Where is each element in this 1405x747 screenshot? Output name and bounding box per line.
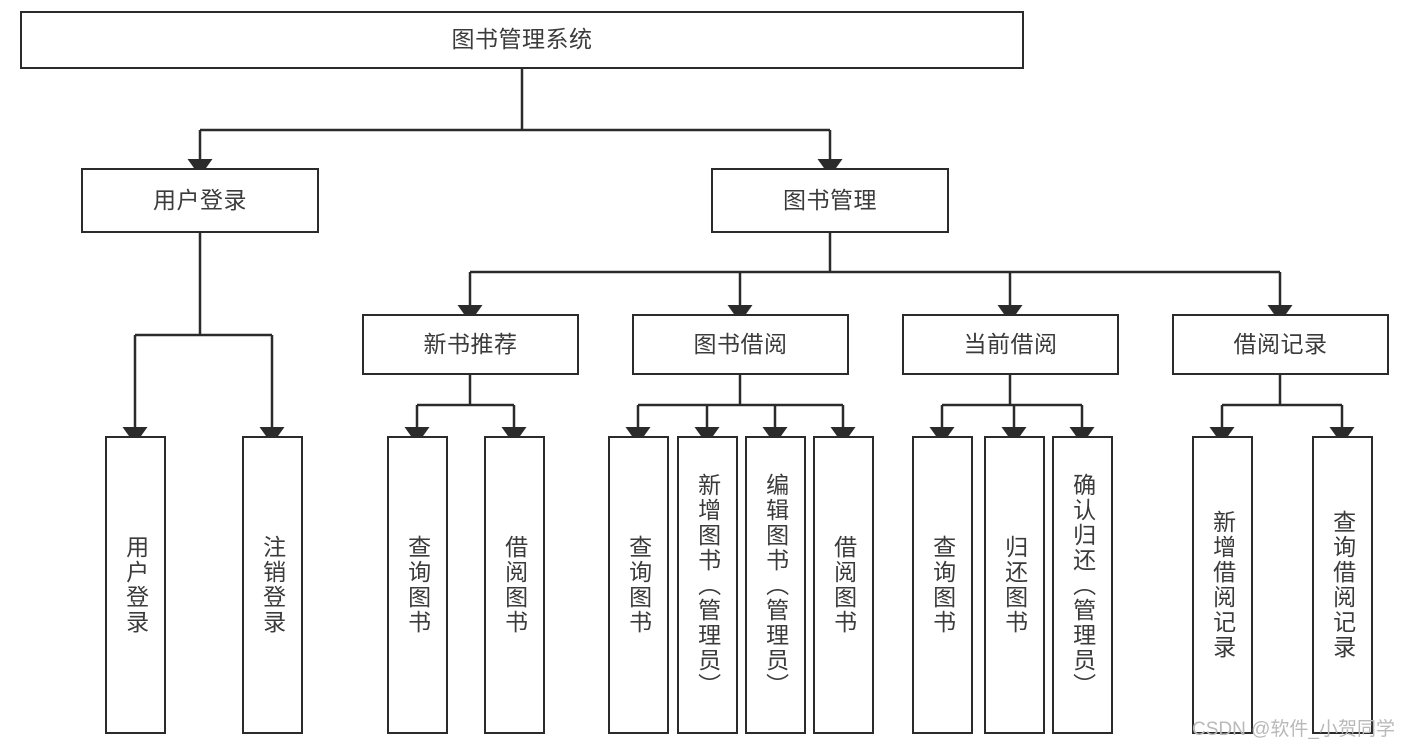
node-book-borrow[interactable]: 图书借阅 bbox=[632, 314, 849, 375]
leaf-add-book-admin-label: 新增图书（管理员） bbox=[694, 472, 721, 698]
leaf-new-borrow-book-label: 借阅图书 bbox=[501, 535, 528, 635]
node-book-borrow-label: 图书借阅 bbox=[693, 330, 788, 357]
node-book-management[interactable]: 图书管理 bbox=[711, 168, 949, 233]
leaf-new-borrow-book[interactable]: 借阅图书 bbox=[484, 436, 545, 734]
leaf-query-borrow-record-label: 查询借阅记录 bbox=[1329, 510, 1356, 660]
node-book-management-label: 图书管理 bbox=[783, 186, 877, 213]
leaf-new-query-book-label: 查询图书 bbox=[404, 535, 431, 635]
node-user-login[interactable]: 用户登录 bbox=[81, 168, 319, 233]
leaf-edit-book-admin[interactable]: 编辑图书（管理员） bbox=[745, 436, 806, 734]
leaf-add-borrow-record-label: 新增借阅记录 bbox=[1209, 510, 1236, 660]
node-root[interactable]: 图书管理系统 bbox=[20, 11, 1024, 69]
leaf-confirm-return-admin[interactable]: 确认归还（管理员） bbox=[1052, 436, 1113, 734]
leaf-new-query-book[interactable]: 查询图书 bbox=[387, 436, 448, 734]
leaf-return-book-label: 归还图书 bbox=[1001, 535, 1028, 635]
leaf-return-book[interactable]: 归还图书 bbox=[984, 436, 1045, 734]
leaf-borrow-query-book[interactable]: 查询图书 bbox=[608, 436, 669, 734]
node-current-borrow[interactable]: 当前借阅 bbox=[902, 314, 1119, 375]
leaf-query-borrow-record[interactable]: 查询借阅记录 bbox=[1312, 436, 1373, 734]
node-borrow-records-label: 借阅记录 bbox=[1233, 330, 1328, 357]
leaf-logout-label: 注销登录 bbox=[259, 535, 286, 635]
leaf-user-login[interactable]: 用户登录 bbox=[105, 436, 166, 734]
leaf-borrow-query-book-label: 查询图书 bbox=[625, 535, 652, 635]
leaf-borrow-book[interactable]: 借阅图书 bbox=[813, 436, 874, 734]
leaf-confirm-return-admin-label: 确认归还（管理员） bbox=[1069, 472, 1096, 698]
node-root-label: 图书管理系统 bbox=[451, 26, 593, 53]
leaf-edit-book-admin-label: 编辑图书（管理员） bbox=[762, 472, 789, 698]
leaf-current-query-book[interactable]: 查询图书 bbox=[912, 436, 973, 734]
node-current-borrow-label: 当前借阅 bbox=[963, 330, 1058, 357]
node-new-book-recommend-label: 新书推荐 bbox=[423, 330, 518, 357]
leaf-current-query-book-label: 查询图书 bbox=[929, 535, 956, 635]
leaf-logout[interactable]: 注销登录 bbox=[242, 436, 303, 734]
node-user-login-label: 用户登录 bbox=[153, 186, 247, 213]
leaf-borrow-book-label: 借阅图书 bbox=[830, 535, 857, 635]
node-new-book-recommend[interactable]: 新书推荐 bbox=[362, 314, 579, 375]
leaf-add-book-admin[interactable]: 新增图书（管理员） bbox=[677, 436, 738, 734]
leaf-add-borrow-record[interactable]: 新增借阅记录 bbox=[1192, 436, 1253, 734]
leaf-user-login-label: 用户登录 bbox=[122, 535, 149, 635]
node-borrow-records[interactable]: 借阅记录 bbox=[1172, 314, 1389, 375]
